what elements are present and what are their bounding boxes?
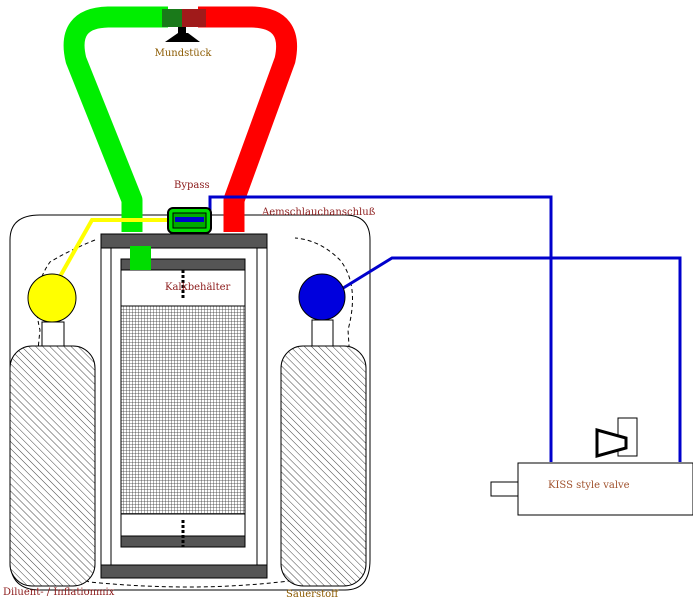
kiss-valve-orifice xyxy=(595,428,628,458)
label-diluent: Diluent- / Inflationmix xyxy=(3,587,115,598)
bypass-oxygen-channel xyxy=(175,217,204,222)
label-mouthpiece: Mundstück xyxy=(155,48,213,59)
label-scrubber: Kalkbehälter xyxy=(165,282,231,293)
oxygen-valve-stem xyxy=(311,319,334,347)
scrubber-bottom-plate xyxy=(100,564,268,579)
counterlung-outline xyxy=(34,237,353,588)
oxygen-valve-knob xyxy=(298,273,346,321)
exhale-hose xyxy=(198,6,297,232)
scrubber-top-plate xyxy=(100,233,268,249)
housing-outline xyxy=(9,214,371,591)
diluent-line xyxy=(56,218,172,281)
inhale-hose xyxy=(63,6,168,232)
scrubber-granules xyxy=(120,305,246,515)
inhale-port xyxy=(130,246,151,270)
mouthpiece-inhale-valve xyxy=(162,9,182,27)
oxygen-line-valve-to-bypass xyxy=(208,195,553,462)
mouthpiece-exhale-valve xyxy=(182,9,206,27)
mouthpiece-bite xyxy=(165,33,200,42)
mouthpiece-neck xyxy=(178,27,186,33)
kiss-valve-inlet xyxy=(490,481,519,497)
label-oxygen: Sauerstoff xyxy=(286,589,339,600)
label-kiss-valve: KISS style valve xyxy=(548,480,630,491)
oxygen-line-valve-to-cylinder xyxy=(339,256,682,462)
diluent-valve-stem xyxy=(41,321,65,348)
diluent-valve-knob xyxy=(27,273,77,323)
oxygen-cylinder xyxy=(280,345,367,587)
kiss-valve-body xyxy=(517,462,693,516)
label-hose-connection: Aemschlauchanschluß xyxy=(261,207,376,218)
diluent-cylinder xyxy=(9,345,96,587)
label-bypass: Bypass xyxy=(174,180,210,191)
